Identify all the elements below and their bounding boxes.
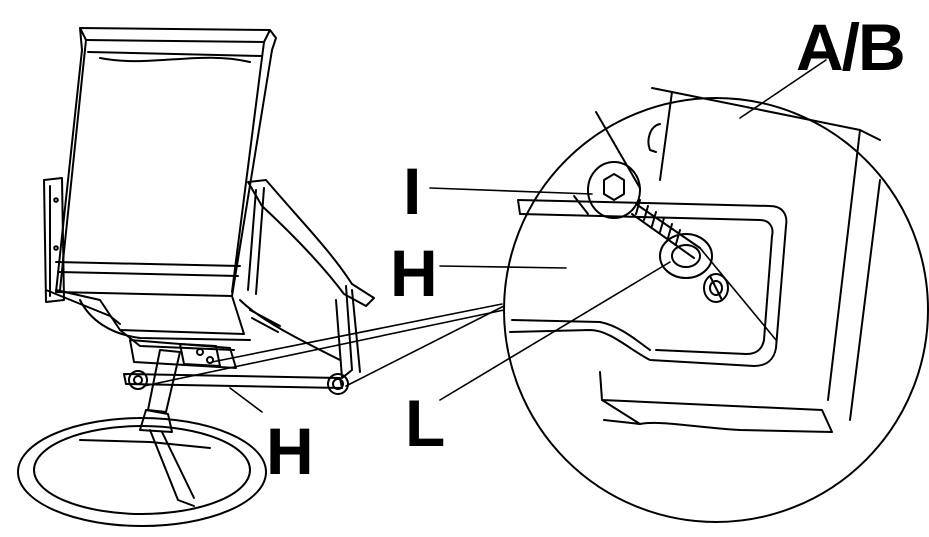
label-h-detail: H — [390, 236, 438, 310]
label-i: I — [403, 154, 421, 228]
hex-bolt-i — [588, 162, 700, 258]
chair-right-arm — [248, 180, 374, 378]
chair-crossbar — [124, 340, 348, 394]
threaded-hole — [704, 274, 728, 302]
frame-part-ab — [600, 88, 880, 432]
callout-lines — [144, 304, 504, 412]
chair-seat — [56, 290, 340, 360]
detail-view — [430, 60, 928, 522]
chair-illustration — [18, 28, 504, 526]
chair-backrest — [56, 28, 276, 296]
label-h-chair: H — [266, 414, 314, 488]
leader-lines — [430, 60, 826, 400]
bracket-plate-h — [510, 112, 786, 366]
chair-base — [18, 418, 266, 526]
label-l: L — [405, 386, 445, 460]
label-ab: A/B — [796, 10, 906, 84]
chair-post — [140, 350, 180, 432]
washer-l — [660, 234, 712, 278]
